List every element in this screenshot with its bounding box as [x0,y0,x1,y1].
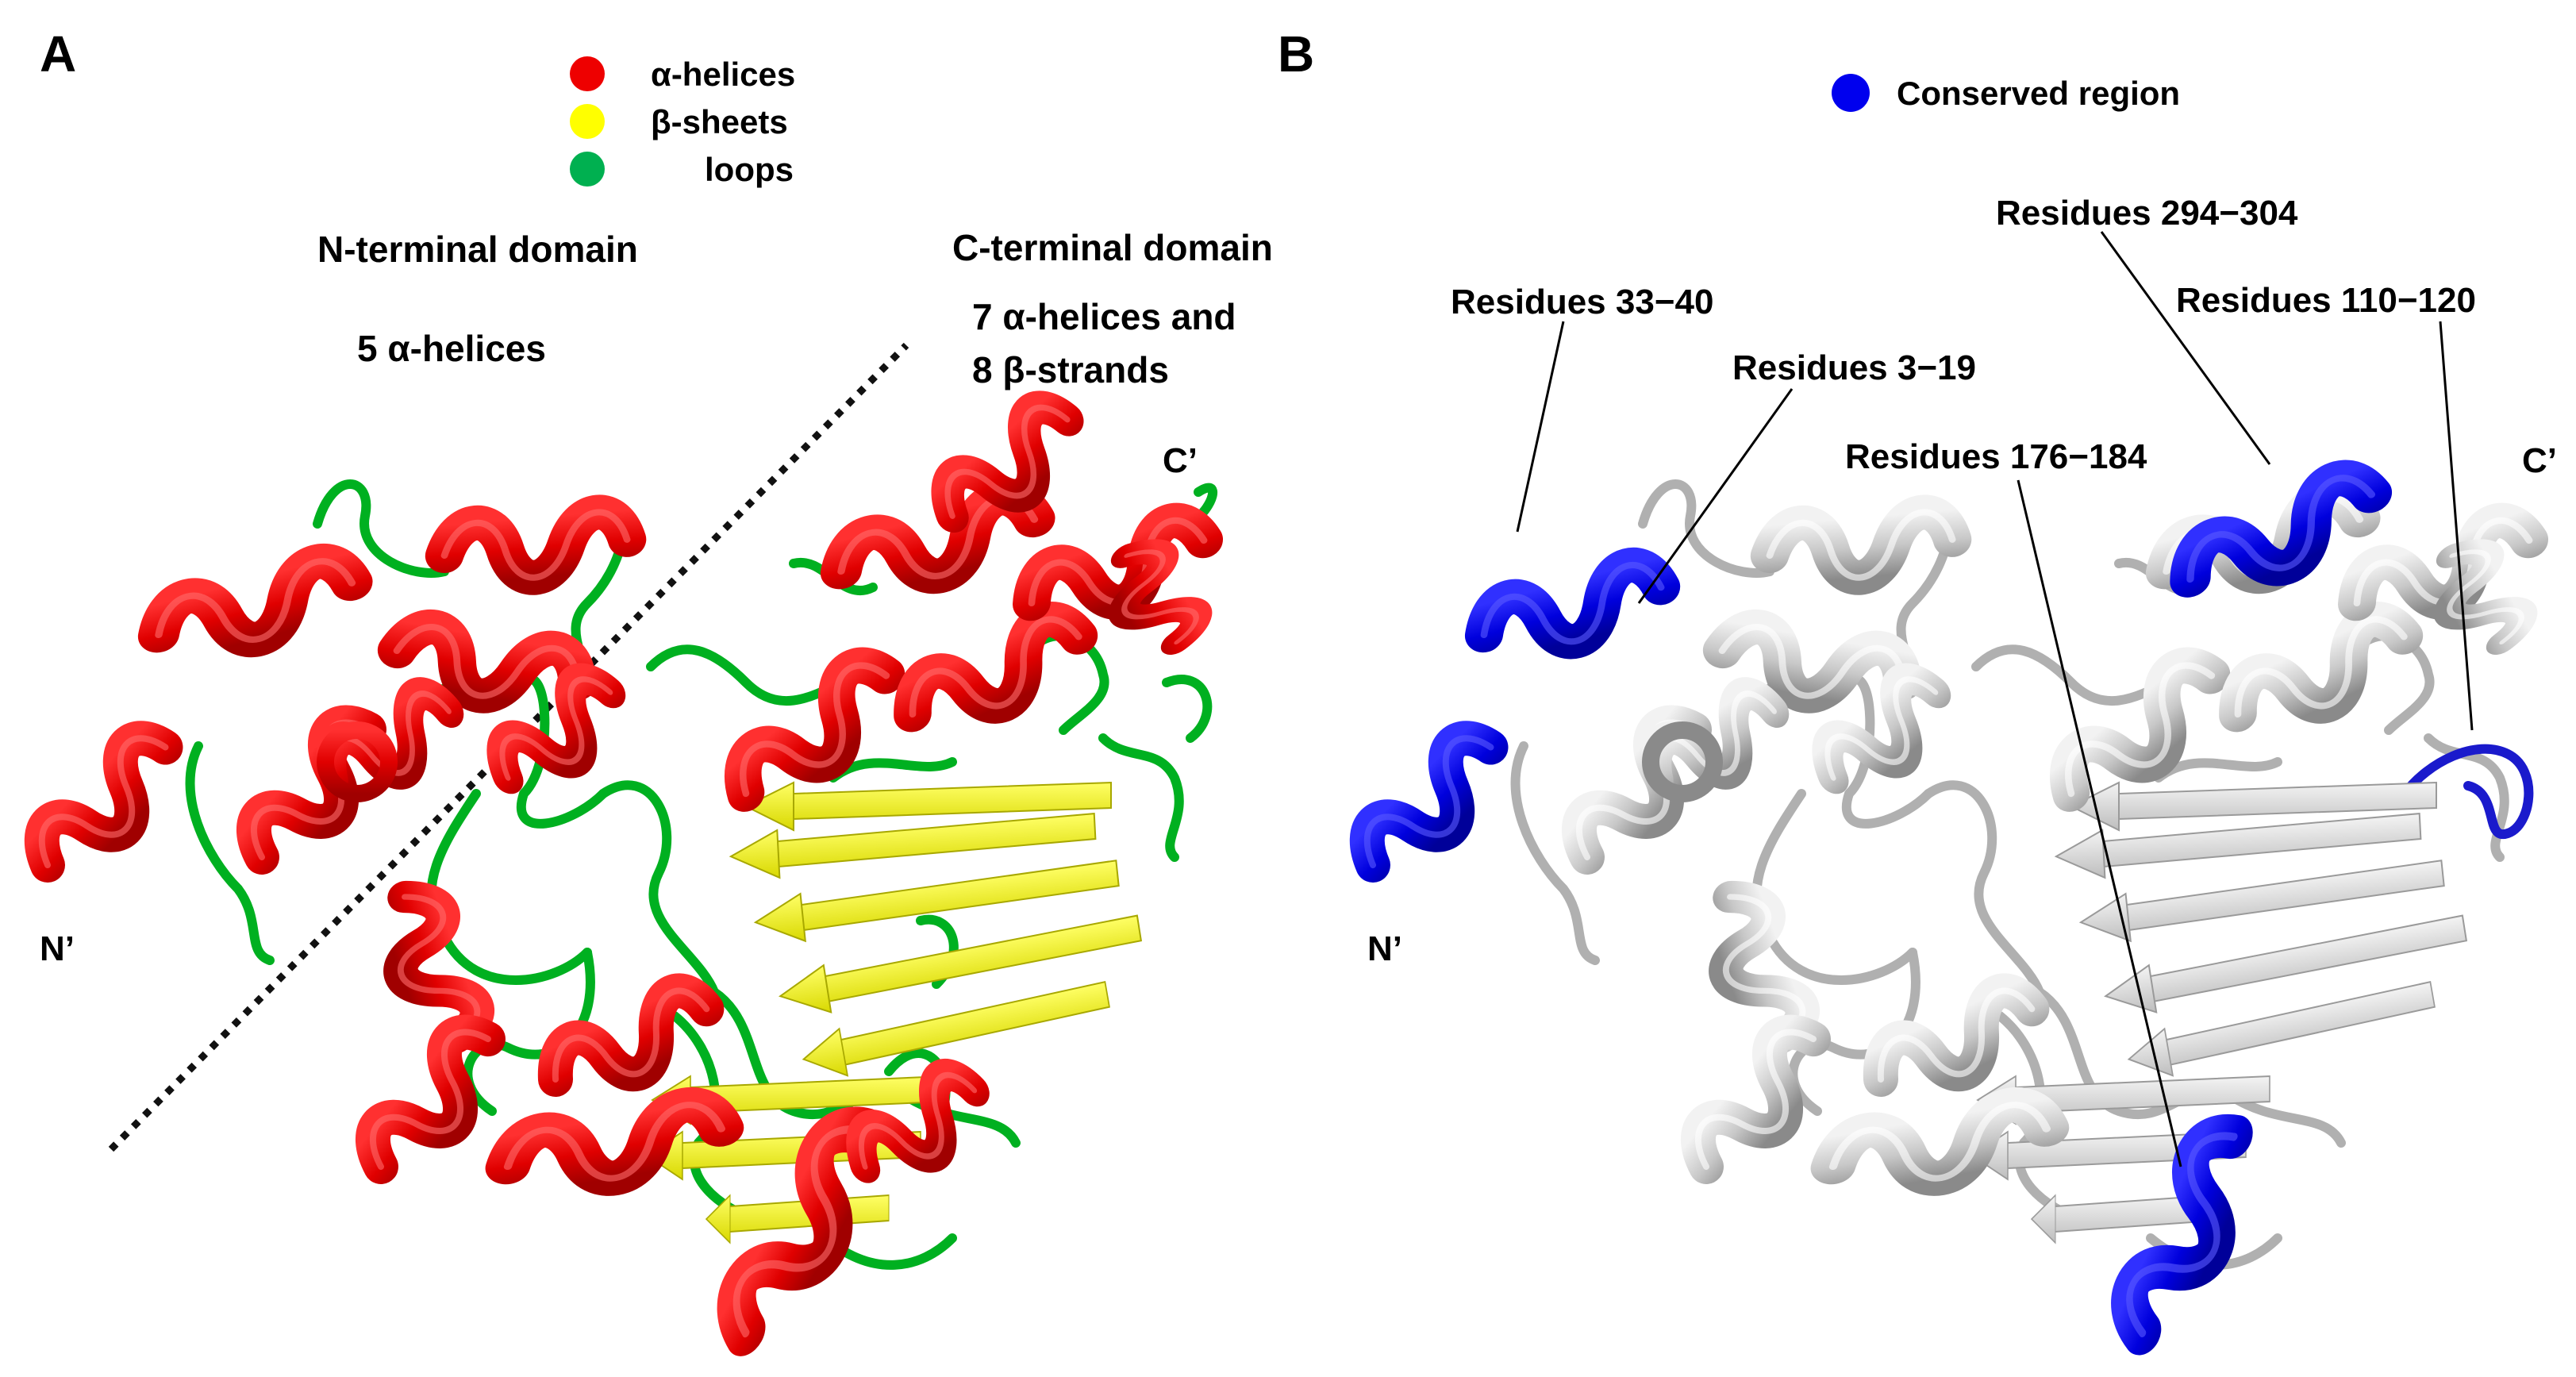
residues-3-19-label: Residues 3−19 [1732,348,1976,387]
n-terminal-domain-description: 5 α-helices [357,328,546,369]
legend-sheets-label: β-sheets [651,103,788,140]
legend-helices-label: α-helices [651,56,795,93]
panel-b: B Conserved region N’ C’ [1278,25,2557,1346]
n-terminus-label-b: N’ [1367,929,1402,968]
panel-a-letter: A [40,25,76,83]
residues-176-184-label: Residues 176−184 [1845,437,2147,476]
residues-3-19-leader [1637,388,1794,604]
legend-loops-label: loops [705,151,794,188]
residues-294-304-label: Residues 294−304 [1996,194,2298,233]
n-terminal-domain-title: N-terminal domain [317,229,638,270]
red-dot-icon [570,56,605,91]
blue-dot-icon [1832,74,1870,112]
legend-conserved-label: Conserved region [1897,75,2180,112]
c-terminal-domain-title: C-terminal domain [952,227,1273,268]
residues-110-120-label: Residues 110−120 [2176,281,2476,320]
protein-cartoon-a [26,397,1213,1348]
panel-b-legend: Conserved region [1832,74,2180,112]
c-terminal-domain-description-line1: 7 α-helices and [972,296,1236,337]
residues-33-40-leader [1516,321,1565,533]
domain-divider-line [108,342,909,1152]
panel-a: A α-helices β-sheets loops N-terminal do… [26,25,1273,1348]
residues-176-184-leader [2017,479,2182,1167]
residues-294-304-leader [2100,231,2271,465]
green-dot-icon [570,152,605,187]
panel-b-letter: B [1278,25,1314,83]
residue-annotations: Residues 33−40 Residues 3−19 Residues 29… [1451,194,2476,1167]
residues-110-120-leader [2439,321,2474,731]
protein-cartoon-b [1351,468,2539,1346]
c-terminus-label: C’ [1163,441,1198,480]
n-terminus-label: N’ [40,929,75,968]
c-terminus-label-b: C’ [2522,441,2557,480]
c-terminal-domain-description-line2: 8 β-strands [972,349,1169,390]
residues-33-40-label: Residues 33−40 [1451,283,1713,321]
yellow-dot-icon [570,104,605,139]
panel-a-legend: α-helices β-sheets loops [570,56,795,188]
